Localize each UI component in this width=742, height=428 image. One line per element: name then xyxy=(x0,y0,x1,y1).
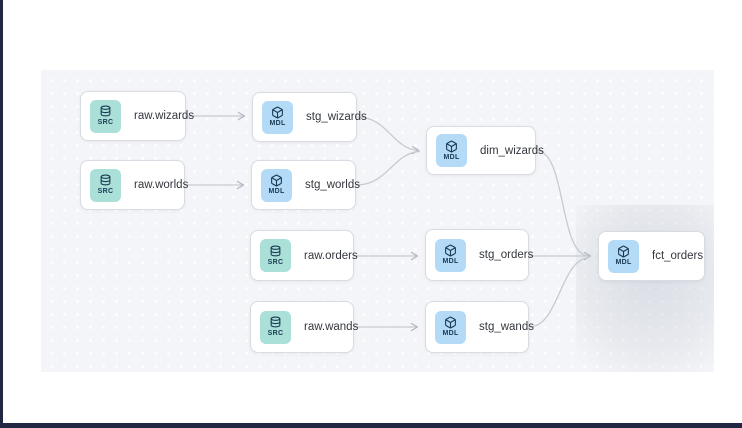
node-badge-label: SRC xyxy=(267,330,284,337)
node-label: stg_orders xyxy=(479,249,534,261)
node-type-badge: MDL xyxy=(608,239,639,273)
node-label: raw.orders xyxy=(304,249,358,262)
edge-dim-wizards-to-fct-orders xyxy=(535,149,590,257)
database-icon xyxy=(100,174,111,186)
node-label: stg_wizards xyxy=(306,111,367,123)
node-label: dim_wizards xyxy=(480,144,544,157)
node-stg-wizards[interactable]: MDL stg_wizards xyxy=(252,92,367,142)
node-label: fct_orders xyxy=(652,250,704,262)
cube-icon xyxy=(272,106,283,119)
node-label: raw.worlds xyxy=(134,179,189,191)
node-stg-orders[interactable]: MDL stg_orders xyxy=(425,229,533,281)
node-label: stg_wands xyxy=(479,321,534,333)
dag-canvas[interactable]: SRC raw.wizards MDL stg_wizards SRC raw.… xyxy=(41,70,714,372)
node-stg-wands[interactable]: MDL stg_wands xyxy=(425,301,534,353)
node-type-badge: MDL xyxy=(262,100,293,134)
node-badge-label: MDL xyxy=(269,120,286,127)
node-label: raw.wands xyxy=(304,321,359,333)
edge-stg-wizards-to-dim-wizards xyxy=(356,116,420,155)
node-badge-label: MDL xyxy=(442,330,459,337)
database-icon xyxy=(270,316,281,328)
node-badge-label: SRC xyxy=(97,188,114,195)
node-type-badge: MDL xyxy=(435,238,466,272)
cube-icon xyxy=(445,316,456,329)
node-type-badge: MDL xyxy=(261,168,292,202)
node-badge-label: MDL xyxy=(442,258,459,265)
node-raw-orders[interactable]: SRC raw.orders xyxy=(250,230,358,281)
node-type-badge: MDL xyxy=(435,310,466,344)
edges-layer xyxy=(185,111,592,332)
node-type-badge: SRC xyxy=(90,168,121,202)
database-icon xyxy=(270,245,281,256)
node-badge-label: MDL xyxy=(615,259,632,266)
node-type-badge: SRC xyxy=(260,239,291,272)
window-bottom-edge xyxy=(0,423,742,428)
node-type-badge: SRC xyxy=(260,310,291,344)
node-badge-label: MDL xyxy=(443,153,460,161)
node-raw-worlds[interactable]: SRC raw.worlds xyxy=(80,160,189,210)
cube-icon xyxy=(618,245,629,258)
node-badge-label: SRC xyxy=(267,258,284,266)
cube-icon xyxy=(271,174,282,187)
node-raw-wizards[interactable]: SRC raw.wizards xyxy=(80,91,194,141)
node-fct-orders[interactable]: MDL fct_orders xyxy=(598,231,705,281)
cube-icon xyxy=(445,244,456,257)
node-badge-label: SRC xyxy=(97,119,114,126)
database-icon xyxy=(100,105,111,117)
node-label: stg_worlds xyxy=(305,179,360,191)
node-label: raw.wizards xyxy=(134,110,195,122)
node-badge-label: MDL xyxy=(268,188,285,195)
node-dim-wizards[interactable]: MDL dim_wizards xyxy=(426,126,544,175)
node-type-badge: SRC xyxy=(90,99,121,133)
node-type-badge: MDL xyxy=(436,134,467,167)
cube-icon xyxy=(446,140,457,153)
edge-stg-wands-to-fct-orders xyxy=(528,256,590,328)
window-left-edge xyxy=(0,0,3,428)
edge-stg-worlds-to-dim-wizards xyxy=(355,150,421,186)
node-stg-worlds[interactable]: MDL stg_worlds xyxy=(251,160,360,210)
node-raw-wands[interactable]: SRC raw.wands xyxy=(250,301,358,353)
